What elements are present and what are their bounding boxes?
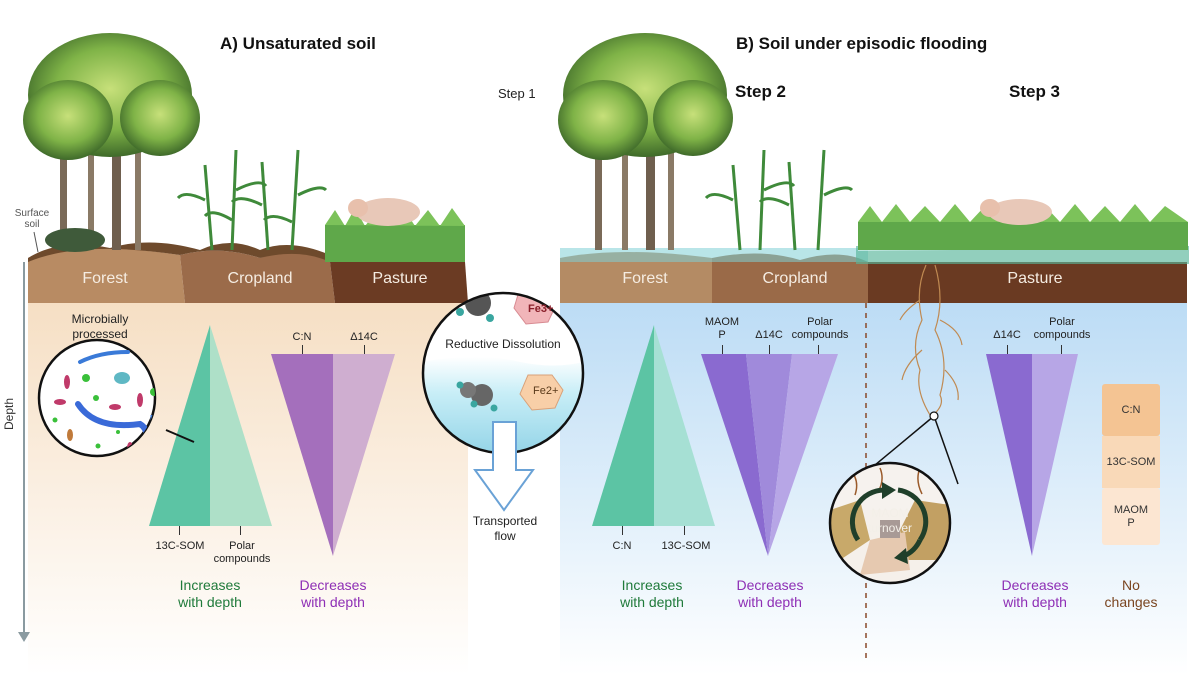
a-purple-triangle-left (271, 354, 333, 556)
tick (769, 345, 770, 354)
trend-decrease-b3: Decreases with depth (1001, 577, 1069, 610)
cropland-corn-a (176, 149, 328, 251)
reductive-dissolution-label: Reductive Dissolution (445, 337, 561, 351)
b2-green-triangle-right (654, 325, 715, 526)
land-cropland-b: Cropland (762, 270, 828, 287)
trend-increase-b2: Increases with depth (620, 577, 684, 610)
reductive-dissolution-inset (421, 291, 585, 455)
surface-soil-label: Surface soil (14, 208, 50, 230)
cow-a (356, 198, 420, 226)
tick (684, 526, 685, 535)
tick (722, 345, 723, 354)
no-change-cn: C:N (1121, 403, 1141, 416)
flood-water-step3 (856, 246, 1189, 264)
b2-purple-triangle-part3 (768, 354, 838, 556)
label-polar-b3: Polar compounds (1033, 316, 1091, 341)
cropland-corn-b (704, 149, 854, 251)
step1-label: Step 1 (498, 86, 536, 101)
transported-flow-label: Transported flow (472, 514, 538, 543)
panel-a-title: A) Unsaturated soil (220, 34, 376, 53)
fe3-label: Fe3+ (528, 303, 554, 315)
fe2-label: Fe2+ (533, 385, 559, 397)
depth-axis-arrowhead (18, 632, 30, 642)
maom-turnover-label: MAOM turnover (867, 506, 913, 535)
no-change-maom-p: MAOM P (1113, 503, 1149, 529)
tick (1061, 345, 1062, 354)
microbially-processed-label: Microbially processed (71, 312, 129, 341)
label-polar-a: Polar compounds (213, 540, 271, 565)
label-13c-som-a: 13C-SOM (155, 540, 205, 552)
cow-b (988, 199, 1052, 225)
label-cn-a: C:N (292, 331, 312, 343)
forest-trees-a (23, 33, 200, 252)
tick (622, 526, 623, 535)
b2-green-triangle-left (592, 325, 654, 526)
tick (302, 345, 303, 354)
flood-water-step2 (560, 248, 868, 262)
a-green-triangle-left (149, 325, 210, 526)
fe2-crystal (519, 374, 564, 411)
panel-a-pasture-band (330, 262, 468, 303)
tick (240, 526, 241, 535)
trend-no-change-b3: No changes (1104, 577, 1158, 610)
a-purple-triangle-right (333, 354, 395, 556)
panel-a-topsoil (28, 242, 330, 262)
label-polar-b2: Polar compounds (791, 316, 849, 341)
tick (818, 345, 819, 354)
panel-b-title: B) Soil under episodic flooding (736, 34, 988, 53)
label-maom-p-b2: MAOM P (704, 316, 740, 341)
a-green-triangle-right (210, 325, 272, 526)
no-change-13c-som: 13C-SOM (1106, 455, 1156, 468)
land-forest-b: Forest (622, 270, 668, 287)
land-forest-a: Forest (82, 270, 128, 287)
microbial-inset (37, 338, 195, 458)
surface-soil-pointer (33, 231, 39, 253)
label-d14c-a: Δ14C (350, 331, 378, 343)
trend-decrease-b2: Decreases with depth (736, 577, 804, 610)
b3-purple-triangle-right (1032, 354, 1078, 556)
trend-decrease-a: Decreases with depth (299, 577, 367, 610)
pasture-grass-a (325, 198, 465, 262)
tick (179, 526, 180, 535)
panel-b-pasture-band (868, 262, 1187, 303)
label-cn-b2: C:N (612, 540, 632, 552)
pasture-grass-b (858, 199, 1188, 250)
panel-a-cropland-band (180, 250, 335, 303)
label-d14c-b2: Δ14C (755, 329, 783, 341)
maom-turnover-inset (828, 411, 959, 585)
b2-purple-triangle-part1 (701, 354, 768, 556)
pasture-roots (899, 264, 963, 416)
no-change-box-1 (1102, 384, 1160, 436)
step3-label: Step 3 (1009, 82, 1061, 101)
transported-flow-arrow (473, 421, 535, 512)
trend-increase-a: Increases with depth (178, 577, 242, 610)
land-cropland-a: Cropland (227, 270, 293, 287)
b2-purple-triangle-part2 (746, 354, 792, 556)
step2-label: Step 2 (735, 82, 787, 101)
land-pasture-a: Pasture (372, 270, 428, 287)
label-d14c-b3: Δ14C (993, 329, 1021, 341)
depth-axis-label: Depth (2, 397, 16, 430)
label-13c-som-b2: 13C-SOM (661, 540, 711, 552)
b3-purple-triangle-left (986, 354, 1032, 556)
panel-a-forest-band (28, 248, 185, 303)
no-change-box-2 (1102, 436, 1160, 488)
forest-trees-b (558, 33, 733, 250)
panel-b-forest-band (560, 252, 712, 303)
tick (364, 345, 365, 354)
no-change-box-3 (1102, 488, 1160, 545)
panel-b-cropland-band (712, 253, 868, 303)
tick (1007, 345, 1008, 354)
land-pasture-b: Pasture (1007, 270, 1063, 287)
